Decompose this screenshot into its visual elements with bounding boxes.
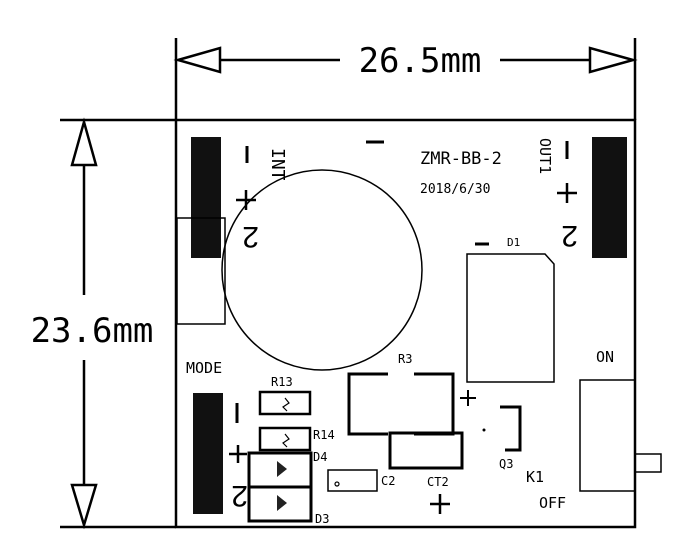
r13-resistor-icon bbox=[282, 397, 290, 412]
d4-diode-icon bbox=[277, 461, 287, 477]
k1-switch-lever bbox=[634, 453, 662, 473]
width-label: 26.5mm bbox=[359, 41, 482, 81]
q3-pin-mark bbox=[482, 428, 486, 432]
k1-switch-outline bbox=[579, 379, 636, 492]
d3-label: D3 bbox=[315, 512, 329, 526]
arrow-right-icon bbox=[588, 46, 638, 74]
r14-label: R14 bbox=[313, 428, 335, 442]
mode-pad bbox=[193, 393, 223, 514]
c2-pin-mark bbox=[334, 481, 340, 487]
round-component-outline bbox=[221, 169, 423, 371]
ct2-label: CT2 bbox=[427, 475, 449, 489]
input-label: INT bbox=[267, 148, 288, 181]
ct2-outline bbox=[388, 431, 464, 470]
input-pad-number: 2 bbox=[242, 220, 259, 253]
mode-label: MODE bbox=[186, 359, 222, 377]
c2-label: C2 bbox=[381, 474, 395, 488]
board-date: 2018/6/30 bbox=[420, 182, 490, 197]
board-outline bbox=[174, 118, 637, 529]
q3-label: Q3 bbox=[499, 457, 513, 471]
board-title: ZMR-BB-2 bbox=[420, 149, 502, 169]
r14-resistor-icon bbox=[282, 433, 290, 448]
input-pad bbox=[191, 137, 221, 258]
r13-label: R13 bbox=[271, 375, 293, 389]
height-dimension: 23.6mm bbox=[31, 117, 176, 530]
r3-outline bbox=[347, 372, 455, 436]
r3-label: R3 bbox=[398, 352, 412, 366]
d4-label: D4 bbox=[313, 450, 327, 464]
q3-outline bbox=[500, 405, 522, 452]
width-dimension: 26.5mm bbox=[173, 38, 638, 120]
on-label: ON bbox=[596, 348, 614, 366]
arrow-left-icon bbox=[173, 46, 222, 74]
r3-plus-mark bbox=[460, 390, 476, 406]
d3-diode-icon bbox=[277, 495, 287, 511]
mode-pad-number: 2 bbox=[231, 479, 248, 512]
off-label: OFF bbox=[539, 494, 566, 512]
input-plus-mark bbox=[236, 190, 256, 210]
d1-outline bbox=[466, 253, 555, 383]
r13-outline bbox=[258, 390, 312, 416]
input-connector-outline bbox=[176, 217, 226, 325]
c2-outline bbox=[327, 469, 378, 492]
output-pad bbox=[592, 137, 627, 258]
arrow-up-icon bbox=[70, 117, 98, 167]
mode-plus-mark bbox=[229, 445, 247, 463]
output-label: OUT1 bbox=[536, 138, 554, 174]
output-pad-number: 2 bbox=[561, 219, 578, 252]
arrow-down-icon bbox=[70, 483, 98, 530]
k1-label: K1 bbox=[526, 468, 544, 486]
output-plus-mark bbox=[557, 183, 577, 203]
height-label: 23.6mm bbox=[31, 311, 154, 351]
ct2-plus-mark bbox=[430, 494, 450, 514]
d1-label: D1 bbox=[507, 236, 520, 249]
r14-outline bbox=[258, 426, 312, 452]
